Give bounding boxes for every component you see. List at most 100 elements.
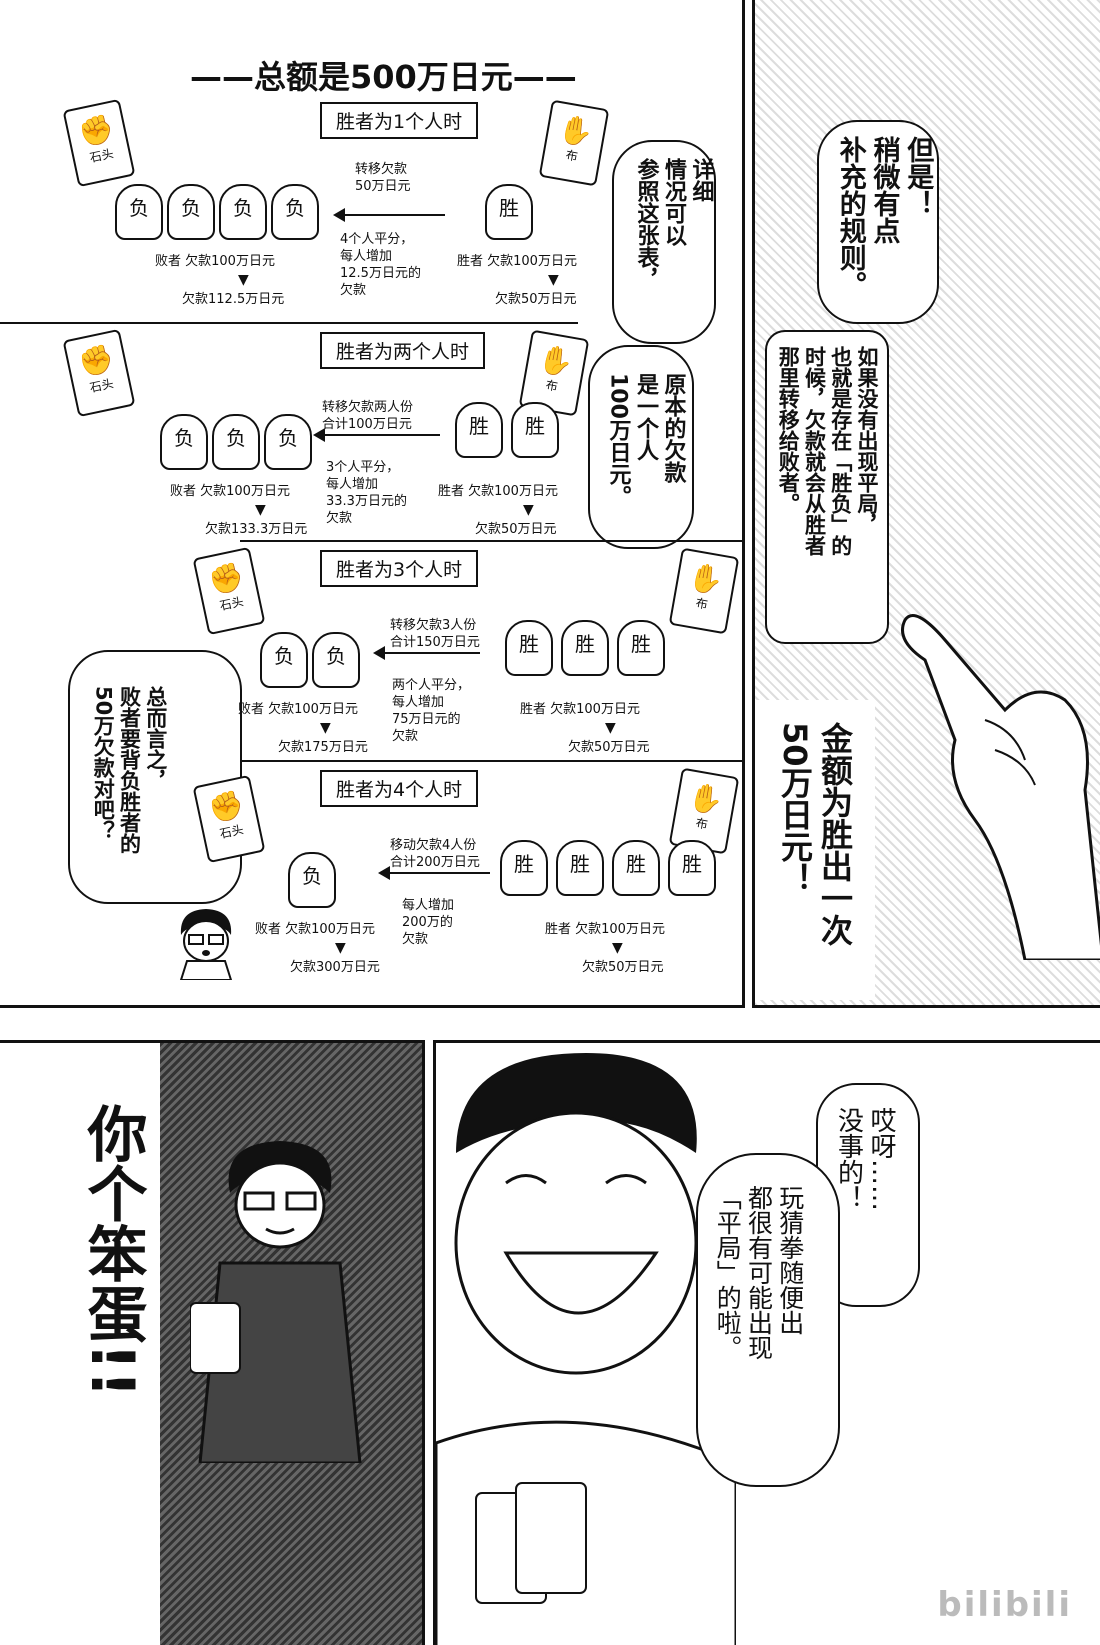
section-header: 胜者为两个人时 (320, 332, 486, 369)
loser-down-arrow: ▼ (238, 272, 249, 288)
orig-note-bubble: 原本的欠款 是一个人 100万日元。 (588, 345, 694, 549)
loser-figure: 负 (288, 852, 336, 908)
winner-figure: 胜 (500, 840, 548, 896)
winner-down-arrow: ▼ (612, 940, 623, 956)
loser-figure: 负 (264, 414, 312, 470)
table-title: ——总额是500万日元—— (190, 58, 577, 96)
paper-icon: ✋ (556, 111, 597, 150)
paper-label: 布 (694, 595, 709, 612)
section-header: 胜者为1个人时 (320, 102, 479, 139)
loser-figure: 负 (260, 632, 308, 688)
rock-label: 石头 (88, 146, 115, 166)
winner-figure: 胜 (668, 840, 716, 896)
loser-down-arrow: ▼ (335, 940, 346, 956)
explain-panel: 但是！ 稍微有点 补充的规则。 如果没有出现平局， 也就是存在「胜负」的 时候，… (752, 0, 1100, 1008)
winner-debt: 胜者 欠款100万日元 (457, 254, 577, 269)
split-text: 4个人平分， 每人增加 12.5万日元的 欠款 (340, 232, 421, 298)
winner-after: 欠款50万日元 (568, 740, 650, 755)
loser-figure: 负 (115, 184, 163, 240)
table-section: 胜者为3个人时✊石头✋布负负胜胜胜转移欠款3人份 合计150万日元两个人平分， … (192, 540, 742, 760)
transfer-arrow (333, 208, 445, 222)
pointing-hand (885, 560, 1100, 962)
section-divider (240, 760, 742, 762)
rules-table-panel: ——总额是500万日元—— 详细 情况可以 参照这张表， 原本的欠款 是一个人 … (0, 0, 745, 1008)
section-header: 胜者为4个人时 (320, 770, 479, 807)
section-header: 胜者为3个人时 (320, 550, 479, 587)
winner-after: 欠款50万日元 (495, 292, 577, 307)
rule-bubble-b-text: 如果没有出现平局， 也就是存在「胜负」的 时候，欠款就会从胜者 那里转移给败者。 (776, 346, 879, 556)
rock-icon: ✊ (205, 559, 247, 599)
paper-label: 布 (544, 377, 559, 394)
winner-figure: 胜 (505, 620, 553, 676)
side-note-bubble: 详细 情况可以 参照这张表， (612, 140, 716, 344)
happy-boy-figure (436, 1043, 738, 1645)
loser-down-arrow: ▼ (255, 502, 266, 518)
amount-caption: 金额为胜出一次 50万日元！ (776, 722, 854, 946)
rule-bubble-a-text: 但是！ 稍微有点 补充的规则。 (834, 136, 934, 298)
paper-card: ✋布 (538, 99, 610, 187)
reply-bubble-b: 玩猜拳随便出 都很有可能出现 「平局」的啦。 (696, 1153, 840, 1487)
loser-figure: 负 (212, 414, 260, 470)
transfer-text: 转移欠款3人份 合计150万日元 (390, 618, 480, 650)
winner-down-arrow: ▼ (548, 272, 559, 288)
winner-after: 欠款50万日元 (582, 960, 664, 975)
table-section: 胜者为4个人时✊石头✋布负胜胜胜胜移动欠款4人份 合计200万日元每人增加 20… (192, 760, 742, 980)
amount-caption-box: 金额为胜出一次 50万日元！ (755, 700, 875, 1000)
transfer-arrow (378, 866, 490, 880)
rule-bubble-b: 如果没有出现平局， 也就是存在「胜负」的 时候，欠款就会从胜者 那里转移给败者。 (765, 330, 889, 644)
section-divider (0, 322, 578, 324)
orig-note-text: 原本的欠款 是一个人 100万日元。 (605, 373, 686, 507)
shout-text: 你个笨蛋!! (74, 1103, 149, 1398)
summary-text: 总而言之， 败者要背负胜者的 50万欠款对吧？ (91, 686, 168, 854)
loser-debt: 败者 欠款100万日元 (255, 922, 375, 937)
winner-debt: 胜者 欠款100万日元 (545, 922, 665, 937)
rock-card: ✊石头 (62, 328, 136, 418)
transfer-arrow (373, 646, 480, 660)
split-text: 两个人平分， 每人增加 75万日元的 欠款 (392, 678, 471, 744)
winner-figure: 胜 (617, 620, 665, 676)
reply-bubble-b-text: 玩猜拳随便出 都很有可能出现 「平局」的啦。 (713, 1185, 805, 1360)
paper-label: 布 (694, 815, 709, 832)
paper-icon: ✋ (536, 341, 577, 380)
watermark-logo: bilibili (937, 1585, 1072, 1625)
transfer-text: 转移欠款两人份 合计100万日元 (322, 400, 414, 432)
loser-debt: 败者 欠款100万日元 (155, 254, 275, 269)
loser-figure: 负 (219, 184, 267, 240)
glasses-boy-figure (189, 1133, 370, 1465)
rock-icon: ✊ (75, 341, 117, 381)
loser-figure: 负 (271, 184, 319, 240)
loser-figure: 负 (167, 184, 215, 240)
winner-debt: 胜者 欠款100万日元 (520, 702, 640, 717)
loser-debt: 败者 欠款100万日元 (170, 484, 290, 499)
loser-figure: 负 (312, 632, 360, 688)
transfer-text: 转移欠款 50万日元 (355, 162, 411, 194)
split-text: 每人增加 200万的 欠款 (402, 898, 455, 947)
paper-label: 布 (564, 147, 579, 164)
winner-debt: 胜者 欠款100万日元 (438, 484, 558, 499)
rule-bubble-a: 但是！ 稍微有点 补充的规则。 (817, 120, 939, 324)
rock-card: ✊石头 (192, 546, 266, 636)
loser-debt: 败者 欠款100万日元 (238, 702, 358, 717)
winner-figure: 胜 (455, 402, 503, 458)
split-text: 3个人平分， 每人增加 33.3万日元的 欠款 (326, 460, 407, 526)
loser-after: 欠款175万日元 (278, 740, 368, 755)
winner-figure: 胜 (561, 620, 609, 676)
winner-down-arrow: ▼ (605, 720, 616, 736)
winner-down-arrow: ▼ (523, 502, 534, 518)
paper-icon: ✋ (686, 779, 727, 818)
shout-panel: 你个笨蛋!! (0, 1040, 425, 1645)
rock-card: ✊石头 (62, 98, 136, 188)
rock-label: 石头 (218, 822, 245, 842)
rock-label: 石头 (88, 376, 115, 396)
loser-down-arrow: ▼ (320, 720, 331, 736)
winner-figure: 胜 (511, 402, 559, 458)
rock-label: 石头 (218, 594, 245, 614)
reply-bubble-a-text: 哎呀…… 没事的！ (833, 1107, 897, 1211)
winner-figure: 胜 (612, 840, 660, 896)
side-note-text: 详细 情况可以 参照这张表， (633, 158, 714, 290)
winner-figure: 胜 (556, 840, 604, 896)
loser-after: 欠款112.5万日元 (182, 292, 285, 307)
paper-icon: ✋ (686, 559, 727, 598)
